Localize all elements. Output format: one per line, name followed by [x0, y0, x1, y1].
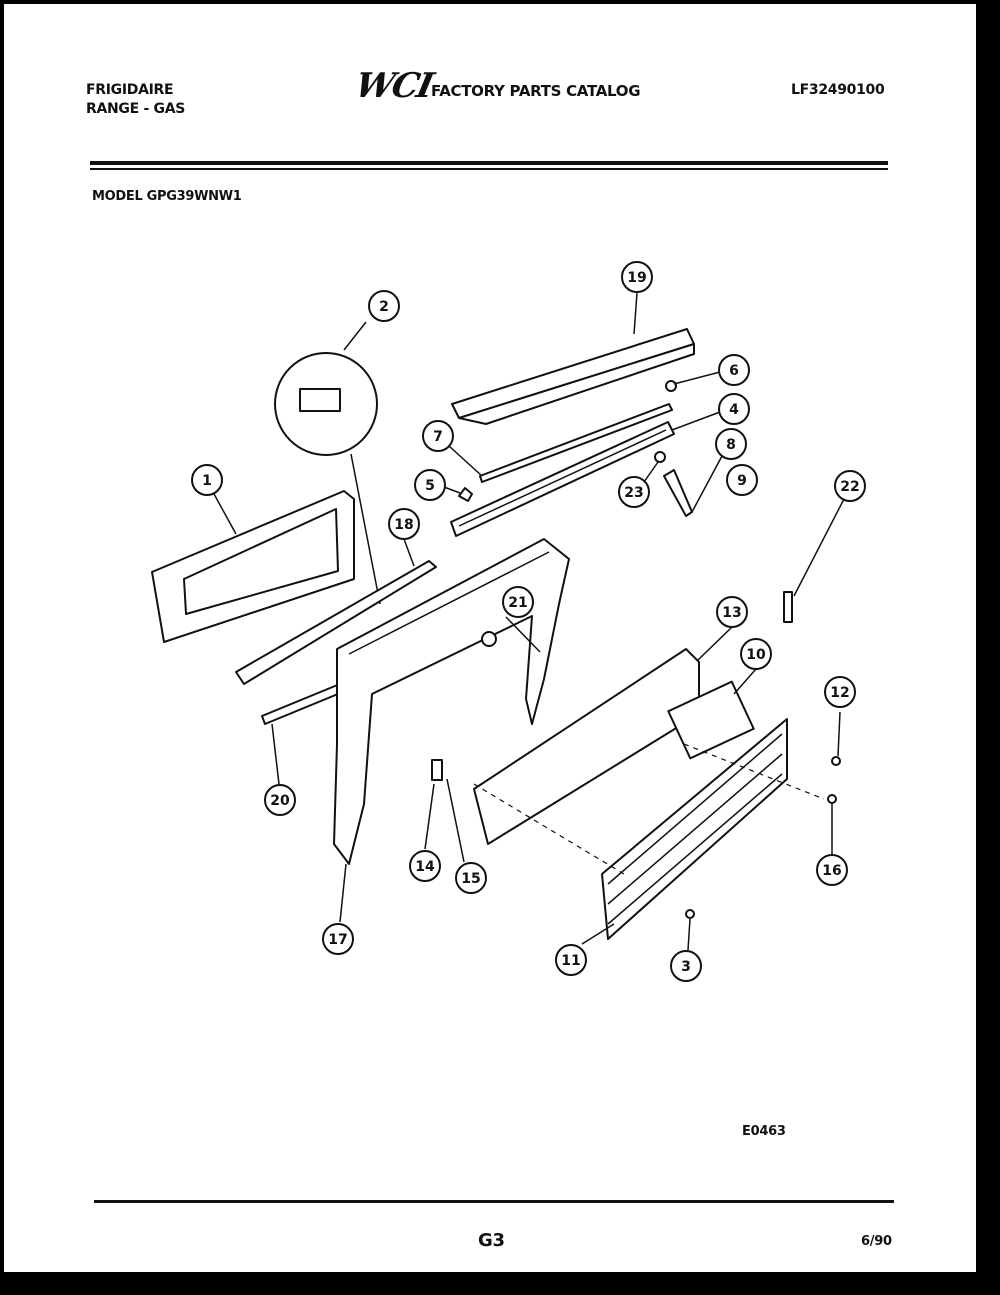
part-trim-top [451, 328, 695, 425]
part-screw-16 [827, 794, 837, 804]
svg-text:17: 17 [328, 932, 347, 948]
callout-20: 20 [264, 784, 296, 816]
callout-8: 8 [715, 428, 747, 460]
svg-text:6: 6 [729, 363, 739, 379]
part-frame-main [333, 538, 570, 865]
svg-text:20: 20 [270, 793, 290, 809]
revision-date: 6/90 [861, 1234, 892, 1249]
part-rail-thin [479, 403, 673, 483]
header-rule-thin [90, 168, 888, 170]
callout-4: 4 [718, 393, 750, 425]
callout-6: 6 [718, 354, 750, 386]
part-screw-14 [431, 759, 443, 781]
callout-16: 16 [816, 854, 848, 886]
svg-text:5: 5 [425, 478, 435, 494]
svg-text:2: 2 [379, 299, 389, 315]
callout-14: 14 [409, 850, 441, 882]
callout-11: 11 [555, 944, 587, 976]
brand-name: FRIGIDAIRE [86, 82, 174, 98]
part-bracket-22 [783, 591, 793, 623]
callout-10: 10 [740, 638, 772, 670]
part-nut-3 [685, 909, 695, 919]
part-bracket [450, 421, 675, 537]
part-clip-21 [481, 631, 497, 647]
svg-text:23: 23 [624, 485, 643, 501]
footer-rule [94, 1200, 894, 1203]
svg-text:14: 14 [415, 859, 435, 875]
svg-text:8: 8 [726, 437, 736, 453]
callout-13: 13 [716, 596, 748, 628]
callout-3: 3 [670, 950, 702, 982]
svg-text:9: 9 [737, 473, 747, 489]
exploded-parts-diagram: 1 2 3 4 5 6 7 8 9 10 11 12 13 14 15 16 1… [151, 261, 866, 982]
part-panel-glass [151, 490, 355, 643]
part-control-back [473, 648, 700, 845]
catalog-title: FACTORY PARTS CATALOG [431, 82, 641, 100]
svg-text:3: 3 [681, 959, 691, 975]
callout-7: 7 [422, 420, 454, 452]
callout-21: 21 [502, 586, 534, 618]
svg-text:22: 22 [840, 479, 859, 495]
drawing-code: E0463 [742, 1124, 786, 1139]
callout-5: 5 [414, 469, 446, 501]
svg-text:12: 12 [830, 685, 849, 701]
callout-2: 2 [368, 290, 400, 322]
part-nut-12 [831, 756, 841, 766]
svg-text:10: 10 [746, 647, 766, 663]
part-channel-18 [235, 560, 437, 685]
callout-15: 15 [455, 862, 487, 894]
svg-text:4: 4 [729, 402, 739, 418]
part-grille [601, 718, 788, 940]
svg-text:11: 11 [561, 953, 580, 969]
part-lever-8 [663, 469, 693, 517]
part-inset-detail [274, 321, 381, 605]
svg-text:7: 7 [433, 429, 443, 445]
callout-23: 23 [618, 476, 650, 508]
callout-1: 1 [191, 464, 223, 496]
svg-text:21: 21 [508, 595, 527, 611]
svg-text:16: 16 [822, 863, 841, 879]
callout-12: 12 [824, 676, 856, 708]
catalog-page: FRIGIDAIRE RANGE - GAS WCI FACTORY PARTS… [4, 4, 976, 1272]
part-clip-6 [665, 380, 677, 392]
product-category: RANGE - GAS [86, 101, 186, 117]
callout-22: 22 [834, 470, 866, 502]
part-switch [667, 680, 755, 760]
part-clip-5 [458, 487, 473, 502]
part-spring-23 [654, 451, 666, 463]
catalog-number: LF32490100 [791, 82, 885, 98]
svg-text:18: 18 [394, 517, 413, 533]
svg-text:19: 19 [627, 270, 646, 286]
svg-text:1: 1 [202, 473, 212, 489]
callout-17: 17 [322, 923, 354, 955]
page-number: G3 [478, 1230, 505, 1251]
callout-19: 19 [621, 261, 653, 293]
svg-text:13: 13 [722, 605, 741, 621]
callout-18-upper: 18 [388, 508, 420, 540]
header-rule-thick [90, 161, 888, 165]
svg-text:15: 15 [461, 871, 480, 887]
model-number: MODEL GPG39WNW1 [92, 189, 242, 204]
callout-9: 9 [726, 464, 758, 496]
